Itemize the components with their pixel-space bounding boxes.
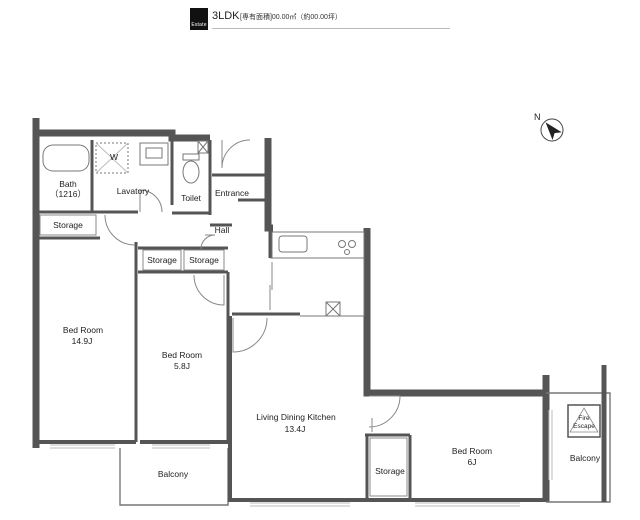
ldk-size: 13.4J: [285, 424, 306, 434]
door-bed2: [193, 274, 225, 306]
washer-drain: [95, 142, 129, 174]
bedroom-2-label: Bed Room: [162, 350, 202, 360]
toilet-label: Toilet: [181, 193, 201, 203]
outer-wall-entry: [264, 138, 273, 232]
bedroom-3-label: Bed Room: [452, 446, 492, 456]
door-bed3: [368, 395, 401, 428]
bath-size-label: （1216）: [50, 189, 86, 199]
window-bed2: [152, 444, 210, 449]
fire-escape-label-2: Escape: [573, 423, 595, 430]
outer-walls: [32, 118, 550, 502]
window-bed3: [415, 502, 520, 507]
shaft-2-x: [325, 301, 341, 317]
north-arrow: [540, 118, 564, 142]
kitchen-sink: [278, 235, 308, 253]
window-bed1: [50, 444, 115, 449]
storage-2-outline: [142, 249, 182, 271]
balcony-1-label: Balcony: [158, 469, 189, 479]
balcony-2-railing: [546, 392, 611, 503]
sliding-door-hall: [269, 262, 273, 310]
plan-type-label: 3LDK: [212, 10, 240, 22]
ldk-label: Living Dining Kitchen: [256, 412, 336, 422]
storage-1-outline: [39, 214, 97, 236]
stove-burner-1: [338, 240, 346, 248]
door-lavatory: [139, 189, 163, 213]
window-bed3-east: [548, 410, 553, 480]
floor-area-label: [専有面積]00.00㎡（約00.00坪）: [240, 14, 342, 21]
door-bed1: [104, 214, 136, 246]
bedroom-1-size: 14.9J: [72, 336, 93, 346]
fixtures: [42, 140, 365, 317]
bedroom-1-label: Bed Room: [63, 325, 103, 335]
sink-basin: [145, 147, 163, 159]
brand-logo-text: Estate: [191, 22, 207, 28]
shaft-1-x: [197, 140, 209, 154]
fire-escape-hatch: [567, 404, 601, 438]
storage-2-label: Storage: [147, 255, 177, 265]
south-walls: [36, 316, 546, 502]
toilet-tank: [182, 153, 200, 161]
outer-wall-ldk-east: [363, 228, 546, 397]
kitchen-counter-outline: [270, 257, 365, 317]
stove-burner-3: [344, 249, 350, 255]
bedroom-2-size: 5.8J: [174, 361, 190, 371]
interior-walls: [36, 140, 412, 500]
room-labels: Bath （1216） W Lavatory Toilet Entrance H…: [50, 152, 601, 479]
header-divider: [212, 28, 450, 29]
brand-logo: Estate: [190, 8, 208, 30]
washer-label: W: [110, 152, 118, 162]
windows: [50, 410, 553, 507]
window-ldk: [250, 502, 350, 507]
vanity-sink: [139, 142, 169, 166]
doors: [104, 139, 401, 432]
compass-ring: [540, 118, 564, 142]
toilet-bowl: [182, 160, 200, 184]
plan-header: Estate 3LDK [専有面積]00.00㎡（約00.00坪）: [190, 8, 450, 30]
storage-4-outline: [369, 437, 408, 497]
storage-1-label: Storage: [53, 220, 83, 230]
storage-3-outline: [183, 249, 225, 271]
bath-label: Bath: [59, 179, 77, 189]
stove-burner-2: [348, 240, 356, 248]
storage-4-label: Storage: [375, 466, 405, 476]
fire-escape-box: [567, 404, 601, 438]
door-ldk: [232, 317, 268, 353]
washer-space: [95, 142, 129, 174]
outer-wall-north-west: [36, 129, 210, 142]
balcony-2-label: Balcony: [570, 453, 601, 463]
bathtub: [42, 144, 90, 172]
door-entrance: [221, 139, 251, 169]
hall-label: Hall: [215, 225, 230, 235]
storage-outlines: [39, 214, 408, 497]
compass-needle: [545, 122, 562, 140]
fire-escape-label-1: Fire: [578, 415, 590, 422]
fire-escape-triangle: [569, 407, 599, 433]
compass-label: N: [534, 112, 541, 122]
storage-3-label: Storage: [189, 255, 219, 265]
door-hall: [200, 234, 216, 250]
entrance-label: Entrance: [215, 188, 249, 198]
lavatory-label: Lavatory: [117, 186, 150, 196]
bedroom-3-size: 6J: [468, 457, 477, 467]
shaft-1: [197, 140, 209, 154]
